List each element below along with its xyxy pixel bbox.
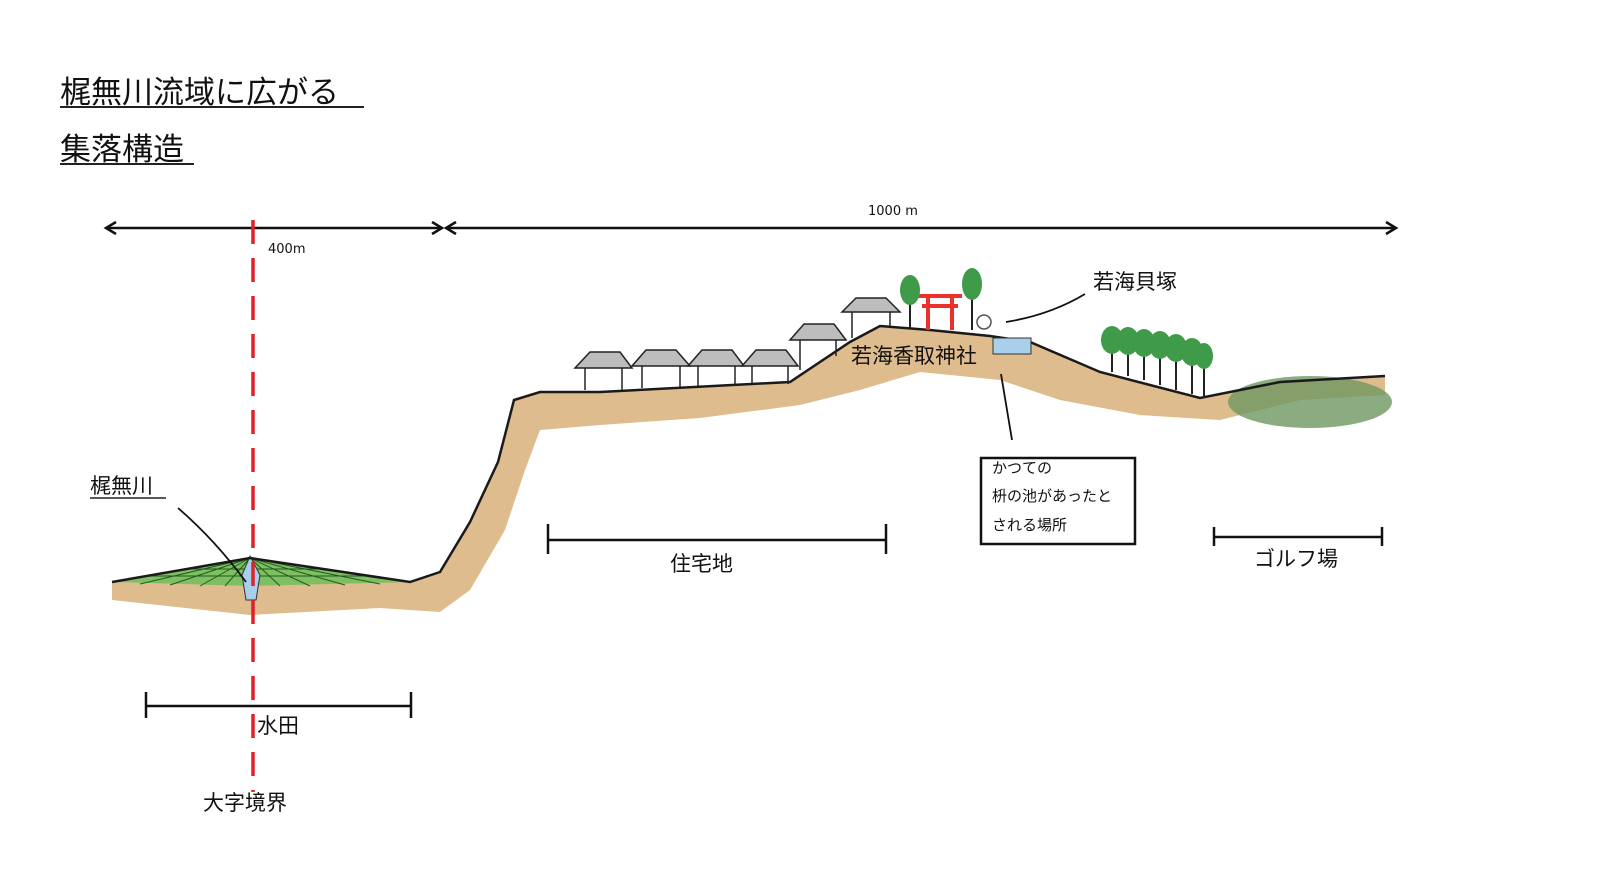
residential-label: 住宅地 xyxy=(670,552,733,576)
residential-bracket xyxy=(546,524,888,554)
house-icon xyxy=(686,349,746,386)
scale-arrow-1000m xyxy=(443,220,1399,236)
note-line-3: される場所 xyxy=(992,516,1067,534)
house-icon xyxy=(630,349,692,388)
torii-gate-icon xyxy=(918,294,962,330)
house-icon xyxy=(573,351,634,390)
paddy-bracket xyxy=(144,692,413,718)
shell-mound-label: 若海貝塚 xyxy=(1093,270,1177,294)
note-line-1: かつての xyxy=(992,459,1052,477)
scale-arrow-400m xyxy=(103,220,445,236)
tree-row xyxy=(1101,326,1213,396)
ground-profile-line xyxy=(111,324,1386,584)
title-line-2: 集落構造 xyxy=(60,132,184,168)
title-line-1: 梶無川流域に広がる xyxy=(60,75,339,111)
note-box xyxy=(979,456,1137,546)
paddy-label: 水田 xyxy=(257,714,299,738)
tree-icon xyxy=(900,275,920,328)
golf-bracket xyxy=(1212,527,1384,546)
tree-icon xyxy=(962,268,982,330)
shell-mound-leader-line xyxy=(1005,293,1086,323)
house-icon xyxy=(788,323,848,370)
river-leader-line xyxy=(177,507,247,583)
shrine-label: 若海香取神社 xyxy=(851,344,977,368)
golf-label: ゴルフ場 xyxy=(1254,547,1338,571)
scale-label-400m: 400m xyxy=(268,242,305,257)
note-line-2: 枡の池があったと xyxy=(992,487,1112,505)
rice-paddy xyxy=(112,557,410,587)
golf-course-green xyxy=(1228,376,1392,428)
soil-layer xyxy=(112,326,1385,615)
scale-label-1000m: 1000 m xyxy=(868,204,918,219)
house-icon xyxy=(840,297,902,338)
river-label: 梶無川 xyxy=(90,474,153,498)
boundary-label: 大字境界 xyxy=(203,791,287,815)
house-icon xyxy=(740,349,800,384)
shell-mound-icon xyxy=(976,314,992,330)
pond-site xyxy=(992,337,1032,355)
houses xyxy=(573,297,902,390)
pond-leader-line xyxy=(1000,373,1013,441)
